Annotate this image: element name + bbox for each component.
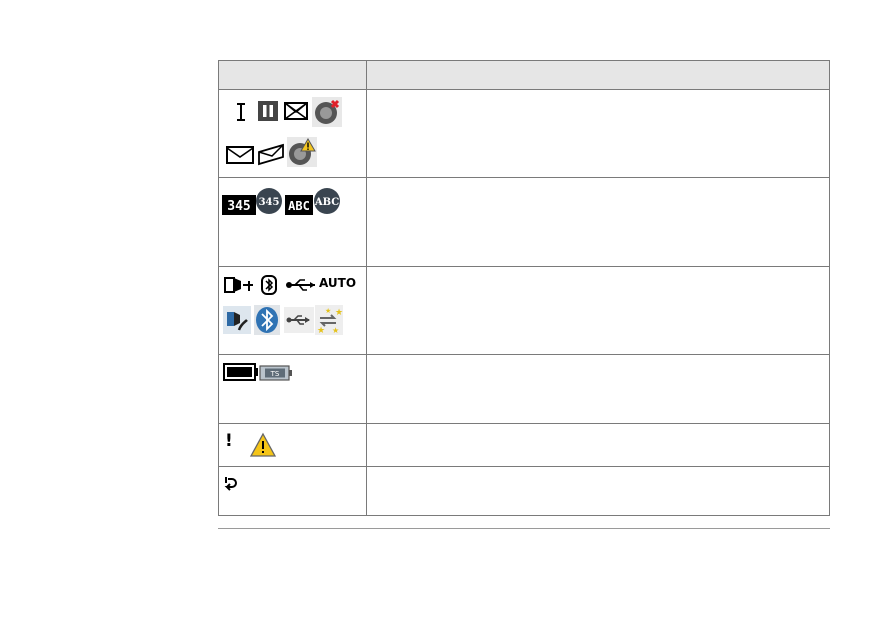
- svg-text:★: ★: [332, 326, 339, 335]
- icon-cell: [218, 89, 367, 178]
- description-cell: [366, 177, 830, 267]
- pause-icon: [258, 101, 278, 121]
- alpha-mode-round-label: ABC: [314, 197, 339, 208]
- bluetooth-color-icon: [254, 305, 280, 335]
- alpha-mode-round-icon: ABC: [314, 188, 340, 214]
- alpha-mode-label: ABC: [288, 199, 310, 213]
- icon-cell: AUTO: [218, 266, 367, 355]
- back-arrow-icon: [224, 477, 237, 491]
- icon-cell: [218, 466, 367, 516]
- battery-icon: [223, 363, 258, 381]
- table-row: [218, 89, 830, 178]
- description-cell: [366, 266, 830, 355]
- sync-warning-icon: [287, 137, 317, 167]
- warning-triangle-icon: [249, 432, 277, 457]
- table-row: TS: [218, 354, 830, 424]
- icon-cell: TS: [218, 354, 367, 424]
- usb-icon: [286, 279, 315, 291]
- icon-table: 345 345 ABC ABC: [218, 60, 830, 516]
- description-cell: [366, 354, 830, 424]
- svg-text:★: ★: [335, 308, 343, 318]
- table-header-row: [218, 60, 830, 90]
- header-icon-col: [218, 60, 367, 90]
- numeric-mode-round-label: 345: [259, 197, 280, 208]
- ts-battery-label: TS: [270, 370, 280, 378]
- alpha-mode-icon: ABC: [285, 195, 313, 215]
- ts-battery-icon: TS: [259, 365, 292, 381]
- footer-rule: [218, 528, 830, 529]
- icon-cell: 345 345 ABC ABC: [218, 177, 367, 267]
- auto-connect-color-icon: ★ ★ ★ ★: [315, 305, 343, 335]
- description-cell: [366, 423, 830, 467]
- table-row: AUTO: [218, 266, 830, 355]
- svg-text:★: ★: [317, 326, 325, 335]
- radio-interface-color-icon: [223, 306, 251, 334]
- description-cell: [366, 89, 830, 178]
- no-messages-icon: [284, 102, 308, 120]
- svg-text:★: ★: [325, 307, 331, 315]
- table-row: 345 345 ABC ABC: [218, 177, 830, 267]
- warning-text-icon: !: [225, 431, 233, 451]
- numeric-mode-label: 345: [227, 199, 250, 214]
- header-description-col: [366, 60, 830, 90]
- numeric-mode-round-icon: 345: [256, 188, 282, 214]
- auto-connect-icon: AUTO: [319, 276, 357, 290]
- radio-interface-icon: [224, 277, 253, 293]
- usb-color-icon: [284, 307, 314, 333]
- bluetooth-icon: [261, 275, 277, 295]
- table-row: [218, 466, 830, 516]
- cursor-icon: [237, 103, 245, 121]
- table-row: !: [218, 423, 830, 467]
- icon-cell: !: [218, 423, 367, 467]
- message-icon: [226, 146, 254, 164]
- numeric-mode-icon: 345: [222, 195, 256, 215]
- sync-error-icon: [312, 97, 342, 127]
- unread-messages-icon: [258, 143, 284, 166]
- description-cell: [366, 466, 830, 516]
